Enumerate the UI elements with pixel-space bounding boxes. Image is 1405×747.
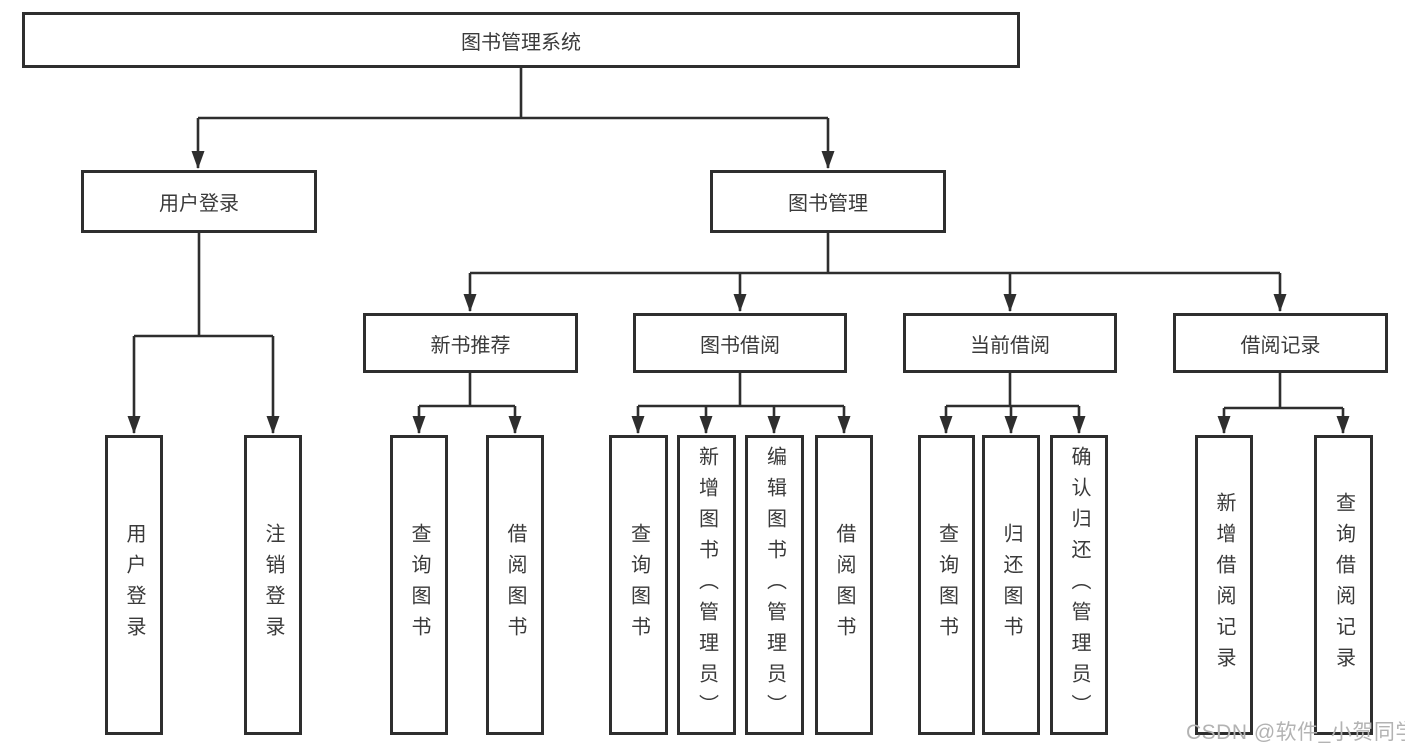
node-borrow-records: 借阅记录 — [1173, 313, 1388, 373]
leaf-return-book: 归还图书 — [982, 435, 1040, 735]
csdn-watermark: CSDN @软件_小贺同学 — [1186, 721, 1405, 744]
leaf-query-book-2: 查询图书 — [609, 435, 668, 735]
node-book-management: 图书管理 — [710, 170, 946, 233]
edges-borrow-records — [1217, 373, 1350, 434]
node-new-book-recommend: 新书推荐 — [363, 313, 578, 373]
leaf-logout: 注销登录 — [244, 435, 302, 735]
edges-current-borrow — [939, 373, 1086, 434]
leaf-query-book-3: 查询图书 — [918, 435, 975, 735]
leaf-user-login: 用户登录 — [105, 435, 163, 735]
edges-book-borrow — [631, 373, 851, 434]
leaf-borrow-book-2: 借阅图书 — [815, 435, 873, 735]
node-system-root: 图书管理系统 — [22, 12, 1020, 68]
edges-user-login — [127, 233, 280, 434]
leaf-query-borrow-record: 查询借阅记录 — [1314, 435, 1373, 735]
leaf-borrow-book-1: 借阅图书 — [486, 435, 544, 735]
edges-root — [191, 68, 835, 169]
leaf-query-book-1: 查询图书 — [390, 435, 448, 735]
leaf-add-book-admin: 新增图书（管理员） — [677, 435, 736, 735]
leaf-confirm-return-admin: 确认归还（管理员） — [1050, 435, 1108, 735]
leaf-add-borrow-record: 新增借阅记录 — [1195, 435, 1253, 735]
node-current-borrow: 当前借阅 — [903, 313, 1117, 373]
node-book-borrow: 图书借阅 — [633, 313, 847, 373]
edges-book-management — [463, 233, 1287, 312]
node-user-login: 用户登录 — [81, 170, 317, 233]
edges-new-book — [412, 373, 522, 434]
leaf-edit-book-admin: 编辑图书（管理员） — [745, 435, 804, 735]
